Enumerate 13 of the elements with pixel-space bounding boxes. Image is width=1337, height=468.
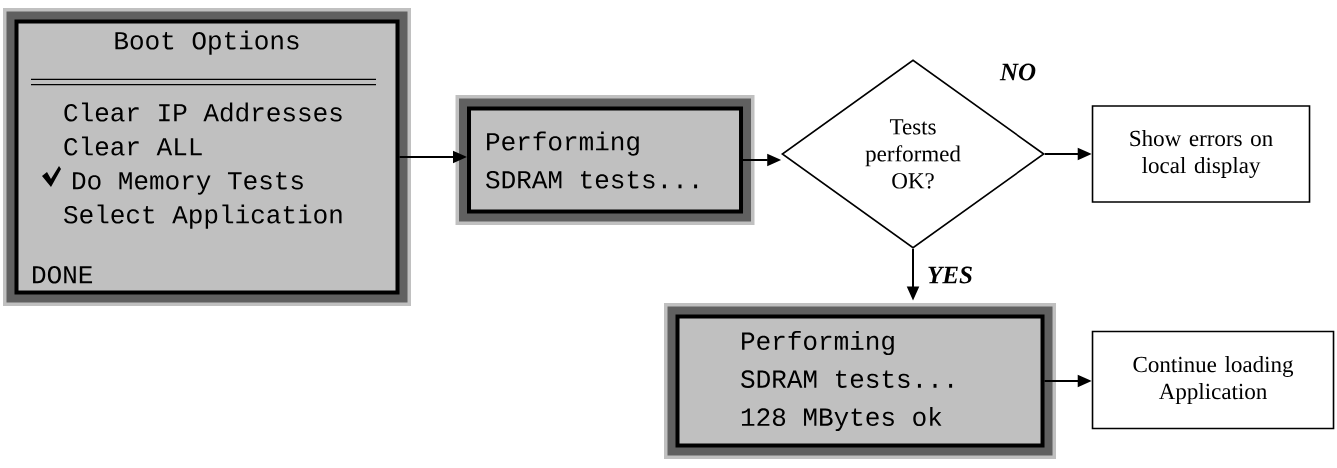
- menu-item: DONE: [33, 265, 93, 284]
- menu-item: Select Application: [64, 204, 342, 229]
- menu-item: Do Memory Tests: [73, 172, 303, 195]
- menu-screen: [3, 8, 411, 306]
- process-box: Show errors on local display: [1091, 105, 1311, 203]
- menu-item: Clear IP Addresses: [64, 102, 342, 122]
- display-screen: Performing SDRAM tests...: [455, 95, 755, 225]
- display-screen: Performing SDRAM tests... 128 MBytes ok: [664, 303, 1056, 459]
- process-box: Continue loading Application: [1091, 330, 1335, 430]
- edge-label: YES: [926, 265, 974, 285]
- menu-title: Boot Options: [115, 30, 299, 55]
- menu-item: Clear ALL: [64, 136, 202, 156]
- edge-label: NO: [998, 62, 1038, 82]
